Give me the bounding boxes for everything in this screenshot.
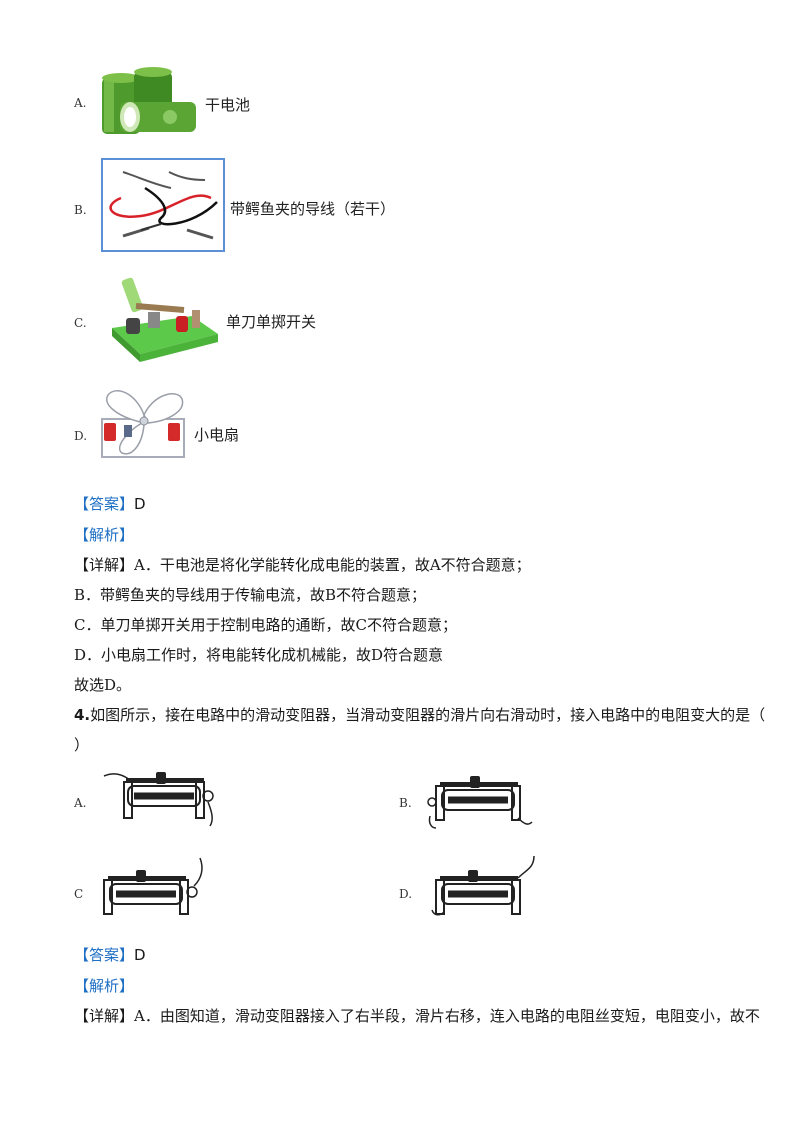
q4-detail-line: 【详解】A．由图知道，滑动变阻器接入了右半段，滑片右移，连入电路的电阻丝变短，电… [74, 1007, 760, 1025]
q4-option-c-letter: C [74, 887, 84, 901]
answer-tag: 【答案】 [74, 495, 135, 513]
q3-answer: 【答案】D [74, 494, 146, 514]
q4-number: 4. [74, 706, 91, 724]
option-c-caption: 单刀单掷开关 [226, 313, 317, 331]
q3-detail-line: D．小电扇工作时，将电能转化成机械能，故D符合题意 [74, 646, 444, 664]
rheostat-c-image [103, 857, 203, 915]
q3-detail-line: 【详解】A．干电池是将化学能转化成电能的装置，故A不符合题意； [74, 556, 531, 574]
q4-stem: 4.如图所示，接在电路中的滑动变阻器，当滑动变阻器的滑片向右滑动时，接入电路中的… [74, 706, 766, 724]
q3-conclusion: 故选D。 [74, 676, 132, 694]
small-fan-image [101, 390, 185, 458]
q4-option-d-letter: D. [399, 887, 413, 901]
option-d-caption: 小电扇 [194, 426, 240, 444]
q4-analysis-heading: 【解析】 [74, 977, 135, 995]
rheostat-b-image [427, 776, 533, 829]
option-b-caption: 带鳄鱼夹的导线（若干） [230, 200, 396, 218]
option-d-letter: D. [74, 429, 88, 443]
q4-option-a-letter: A. [74, 796, 87, 810]
q3-detail-line: C．单刀单掷开关用于控制电路的通断，故C不符合题意； [74, 616, 457, 634]
option-a-letter: A. [74, 96, 87, 110]
dry-battery-image [102, 67, 196, 134]
knife-switch-image [112, 277, 218, 362]
rheostat-d-image [431, 855, 535, 916]
answer-value: D [134, 495, 146, 513]
option-c-letter: C. [74, 316, 87, 330]
q4-option-b-letter: B. [399, 796, 412, 810]
option-a-caption: 干电池 [205, 96, 251, 114]
q4-stem-end: ） [74, 736, 90, 754]
option-b-letter: B. [74, 203, 87, 217]
q3-analysis-heading: 【解析】 [74, 526, 135, 544]
alligator-clip-wires-image [101, 158, 225, 252]
q3-detail-line: B．带鳄鱼夹的导线用于传输电流，故B不符合题意； [74, 586, 427, 604]
rheostat-a-image [103, 772, 214, 827]
q4-answer: 【答案】D [74, 946, 146, 964]
